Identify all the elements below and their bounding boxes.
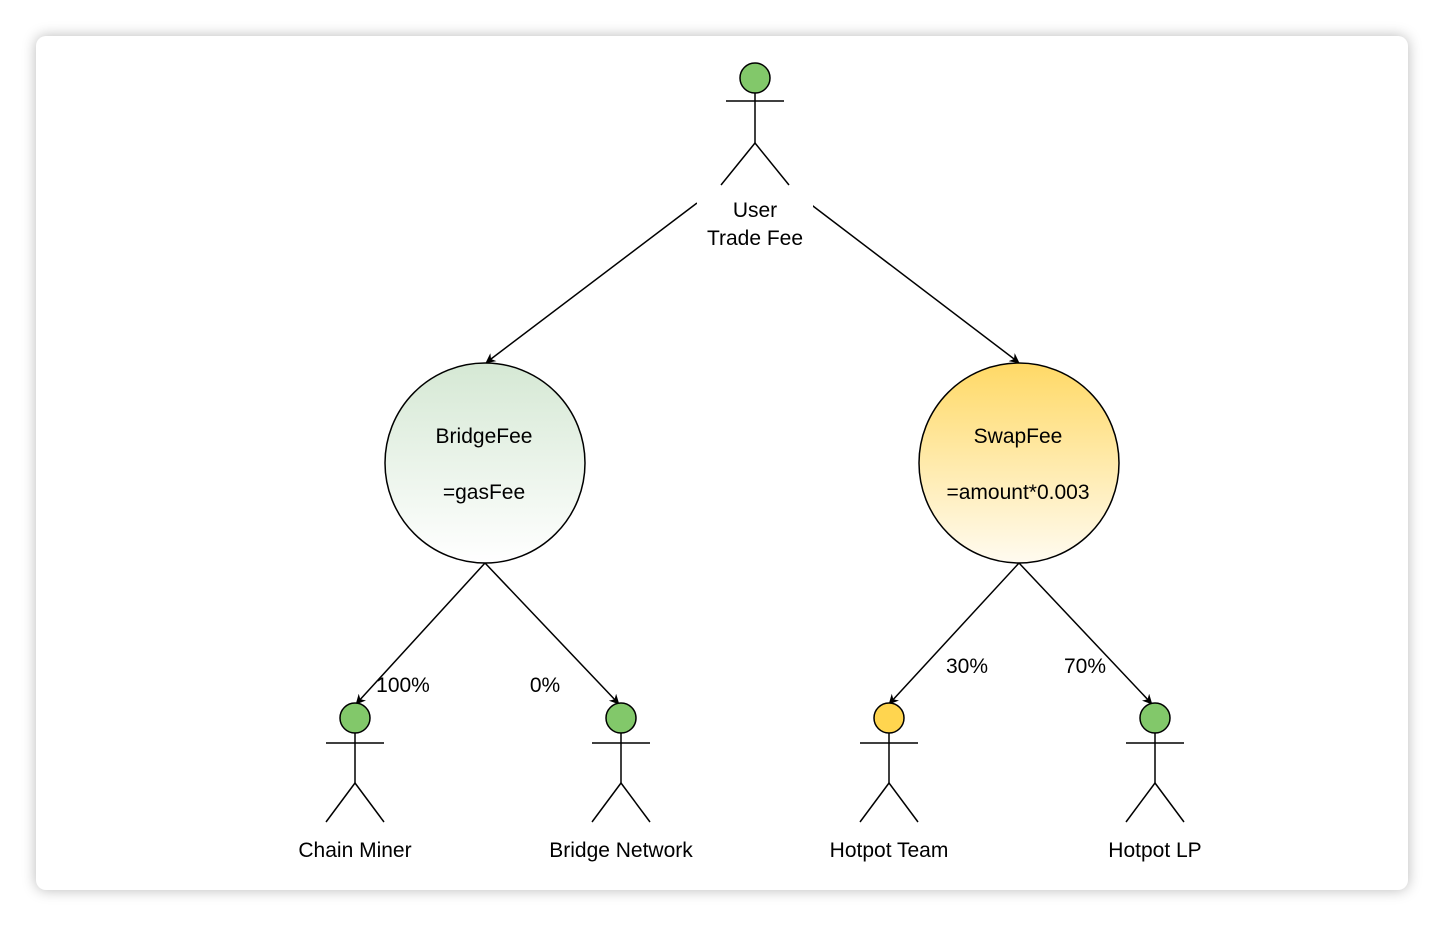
chain-miner-label: Chain Miner (298, 839, 411, 862)
user-actor-head (739, 62, 771, 94)
hotpot-lp-share-label: 70% (1064, 655, 1106, 678)
hotpot-team-share-label: 30% (946, 655, 988, 678)
bridge-network-share-label: 0% (530, 674, 560, 697)
hotpot-team-actor: Hotpot Team (830, 702, 949, 862)
hotpot-lp-label: Hotpot LP (1108, 839, 1201, 862)
bridge-network-label: Bridge Network (549, 839, 693, 862)
hotpot-team-label: Hotpot Team (830, 839, 949, 862)
user-actor (720, 62, 790, 186)
edge-swap-to-hotpot-team (888, 562, 1020, 705)
edge-root-to-bridge-fee (485, 202, 698, 364)
edge-swap-to-hotpot-lp (1018, 562, 1153, 705)
edge-bridge-to-bridge-network (484, 562, 620, 705)
bridge-fee-formula: =gasFee (443, 481, 525, 504)
diagram-canvas (36, 36, 1408, 890)
bridge-fee-node: BridgeFee =gasFee (384, 362, 586, 564)
hotpot-lp-actor: Hotpot LP (1108, 702, 1202, 862)
swap-fee-formula: =amount*0.003 (946, 481, 1089, 504)
edge-bridge-to-chain-miner (355, 562, 486, 705)
edge-root-to-swap-fee (808, 202, 1020, 364)
chain-miner-head (339, 702, 371, 734)
chain-miner-actor: Chain Miner (298, 702, 412, 862)
hotpot-team-head (873, 702, 905, 734)
swap-fee-node: SwapFee =amount*0.003 (918, 362, 1120, 564)
trade-fee-label: Trade Fee (707, 227, 803, 250)
user-label: User (733, 199, 777, 222)
swap-fee-title: SwapFee (974, 425, 1063, 448)
bridge-network-actor: Bridge Network (549, 702, 693, 862)
hotpot-lp-head (1139, 702, 1171, 734)
bridge-network-head (605, 702, 637, 734)
chain-miner-share-label: 100% (376, 674, 430, 697)
bridge-fee-title: BridgeFee (436, 425, 533, 448)
